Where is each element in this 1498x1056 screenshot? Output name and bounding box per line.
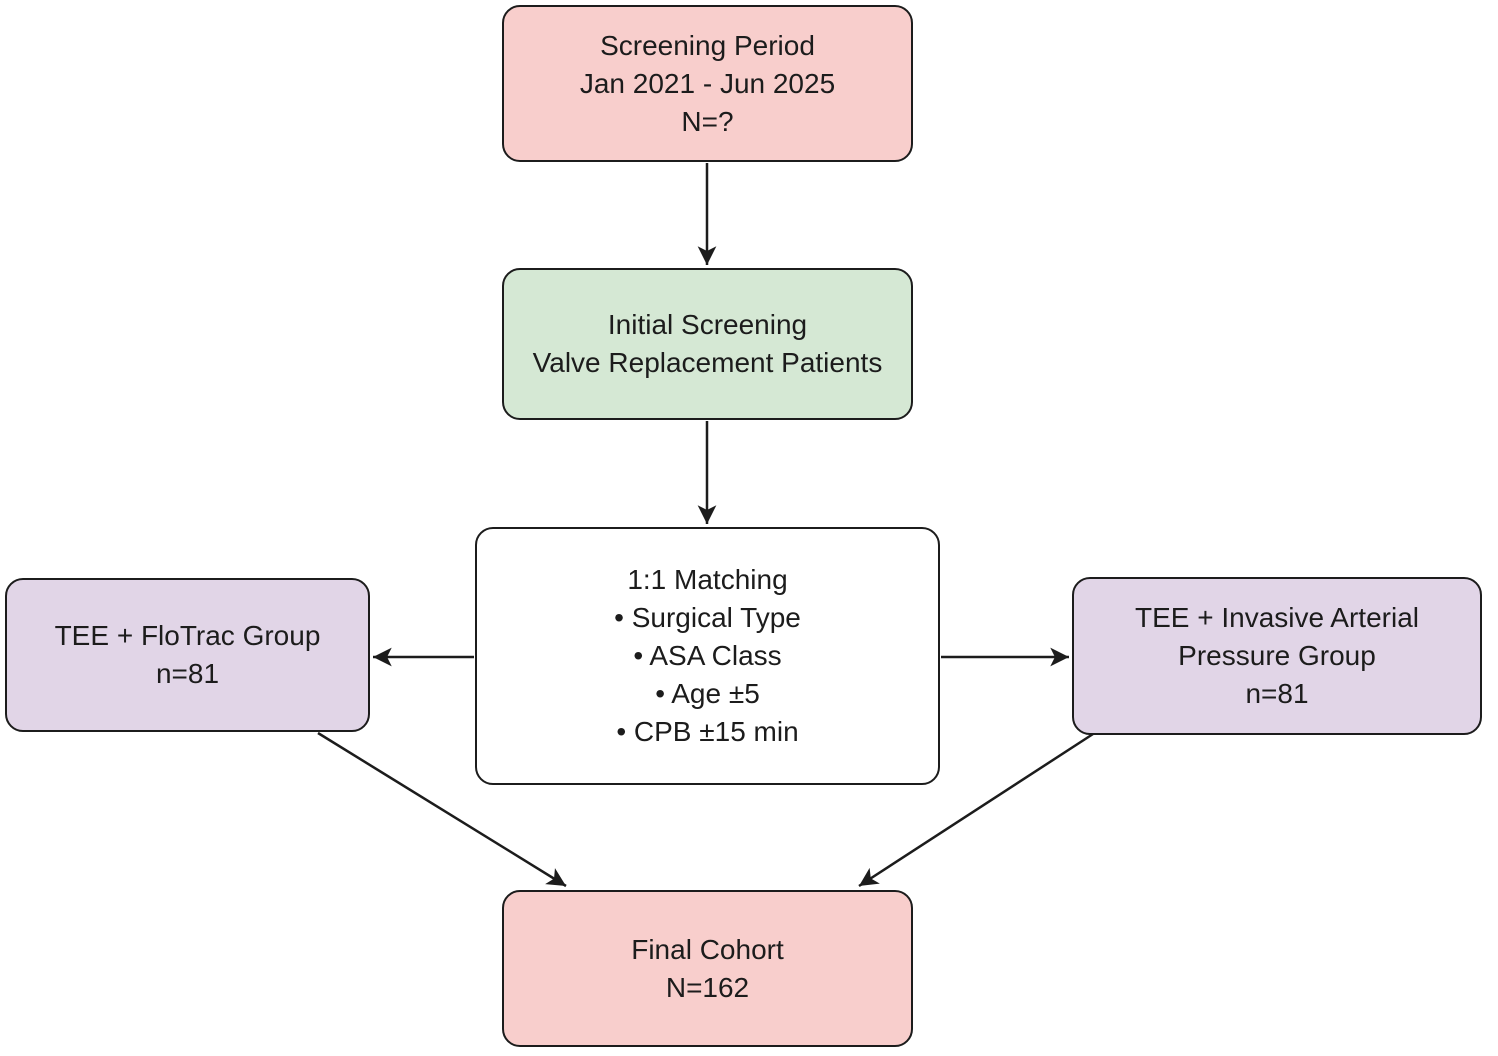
node-initial-screening: Initial Screening Valve Replacement Pati… bbox=[502, 268, 913, 420]
arrow-flotrac-to-final bbox=[317, 731, 567, 888]
node-text-line: 1:1 Matching bbox=[627, 564, 788, 595]
node-text-line: TEE + FloTrac Group bbox=[54, 620, 321, 651]
node-final-cohort: Final Cohort N=162 bbox=[502, 890, 913, 1047]
node-text-line: Initial Screening bbox=[607, 309, 808, 340]
node-text-line: • CPB ±15 min bbox=[616, 716, 799, 747]
node-text-line: N=? bbox=[681, 105, 734, 137]
node-screening-period: Screening Period Jan 2021 - Jun 2025 N=? bbox=[502, 5, 913, 162]
node-text-line: Valve Replacement Patients bbox=[532, 347, 883, 378]
node-text-line: n=81 bbox=[1245, 678, 1309, 709]
node-text-line: • Age ±5 bbox=[655, 678, 760, 709]
node-matching-criteria: 1:1 Matching • Surgical Type • ASA Class… bbox=[475, 527, 940, 785]
node-text-line: Final Cohort bbox=[631, 933, 784, 965]
node-text-line: • Surgical Type bbox=[614, 602, 801, 633]
node-tee-flotrac-group: TEE + FloTrac Group n=81 bbox=[5, 578, 370, 732]
node-text-line: n=81 bbox=[155, 658, 220, 689]
node-text-line: N=162 bbox=[665, 971, 750, 1003]
node-text-line: Screening Period bbox=[600, 29, 815, 61]
node-text-line: Jan 2021 - Jun 2025 bbox=[579, 67, 836, 99]
node-tee-invasive-arterial-group: TEE + Invasive Arterial Pressure Group n… bbox=[1072, 577, 1482, 735]
arrow-invasive-to-final bbox=[858, 732, 1094, 888]
node-text-line: Pressure Group bbox=[1178, 640, 1376, 671]
node-text-line: • ASA Class bbox=[633, 640, 782, 671]
node-text-line: TEE + Invasive Arterial bbox=[1134, 602, 1419, 633]
